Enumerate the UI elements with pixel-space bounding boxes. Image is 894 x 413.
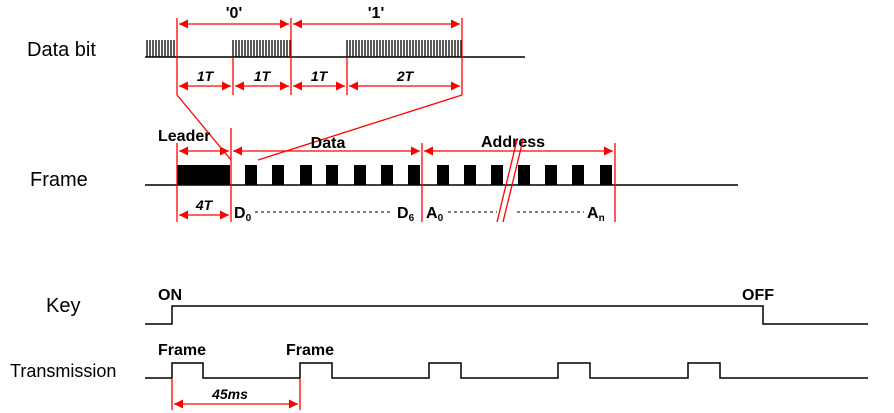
interval-label: 45ms [211,386,248,402]
bit-one-label: '1' [368,5,385,22]
a0-label: A0 [426,205,444,224]
frame-bit-pulse [354,165,366,185]
leader-pulse [177,165,230,185]
period-label-1: 1T [197,68,215,84]
frame-bit-pulse [600,165,612,185]
leader-label: Leader [158,128,210,145]
period-label-3: 1T [311,68,329,84]
frame-bit-pulse [464,165,476,185]
frame-marker-label-1: Frame [158,342,206,359]
bit-zero-label: '0' [226,5,243,22]
transmission-signal [145,362,868,379]
period-label-4: 2T [396,68,415,84]
carrier-burst-one [346,40,462,57]
leader-period-label: 4T [195,197,214,213]
frame-bit-pulse [245,165,257,185]
frame-bit-pulse [491,165,503,185]
frame-row-label: Frame [30,169,88,191]
d0-label: D0 [234,205,252,224]
data-bit-row-label: Data bit [27,39,96,61]
data-label: Data [311,135,346,152]
frame-bit-pulse [381,165,393,185]
frame-bit-pulses [245,165,612,185]
frame-bit-pulse [437,165,449,185]
key-row-label: Key [46,295,80,317]
key-off-label: OFF [742,287,774,304]
break-mark-1 [496,139,518,223]
carrier-burst-leading [146,40,175,57]
an-label: An [587,205,605,224]
zoom-line-right [257,94,463,161]
transmission-row-label: Transmission [10,361,116,381]
address-label: Address [481,134,545,151]
frame-marker-label-2: Frame [286,342,334,359]
key-signal [145,305,868,325]
frame-bit-pulse [300,165,312,185]
frame-bit-pulse [408,165,420,185]
frame-bit-pulse [572,165,584,185]
frame-bit-pulse [272,165,284,185]
frame-bit-pulse [518,165,530,185]
break-mark-2 [502,139,524,223]
d6-label: D6 [397,205,415,224]
period-label-2: 1T [254,68,272,84]
frame-bit-pulse [545,165,557,185]
key-on-label: ON [158,287,182,304]
frame-bit-pulse [326,165,338,185]
carrier-burst-zero [232,40,291,57]
